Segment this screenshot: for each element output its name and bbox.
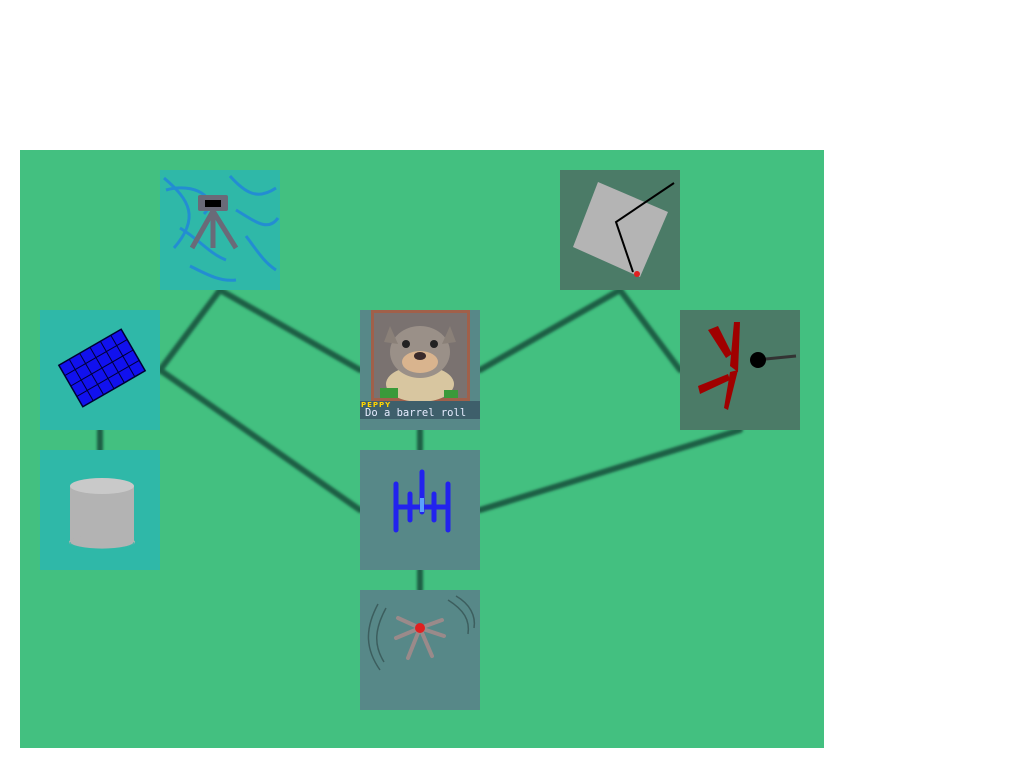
node-plane[interactable]: [560, 170, 680, 290]
node-peppy[interactable]: PEPPY Do a barrel roll: [360, 310, 480, 430]
spider-drone-icon: [360, 590, 480, 710]
peppy-caption-bar: [360, 401, 480, 419]
connection-line: [157, 367, 363, 513]
connection-line: [477, 427, 743, 513]
connection-line: [477, 287, 623, 373]
node-cylinder[interactable]: [40, 450, 160, 570]
red-arms-icon: [680, 310, 800, 430]
diagram-board: PEPPY Do a barrel roll: [20, 150, 824, 748]
cylinder-icon: [40, 450, 160, 570]
node-arms[interactable]: [680, 310, 800, 430]
peppy-quote: Do a barrel roll: [365, 407, 467, 419]
node-fighter[interactable]: [360, 450, 480, 570]
connection-line: [157, 287, 223, 373]
connection-layer: [97, 287, 743, 593]
node-tripod[interactable]: [160, 170, 280, 290]
connection-line: [217, 287, 363, 373]
solar-panel-icon: [40, 310, 160, 430]
tilted-plane-icon: [560, 170, 680, 290]
node-solar-panel[interactable]: [40, 310, 160, 430]
arwing-fighter-icon: [360, 450, 480, 570]
tripod-camera-icon: [160, 170, 280, 290]
peppy-name: PEPPY: [361, 401, 392, 409]
node-spider[interactable]: [360, 590, 480, 710]
connection-line: [617, 287, 683, 373]
